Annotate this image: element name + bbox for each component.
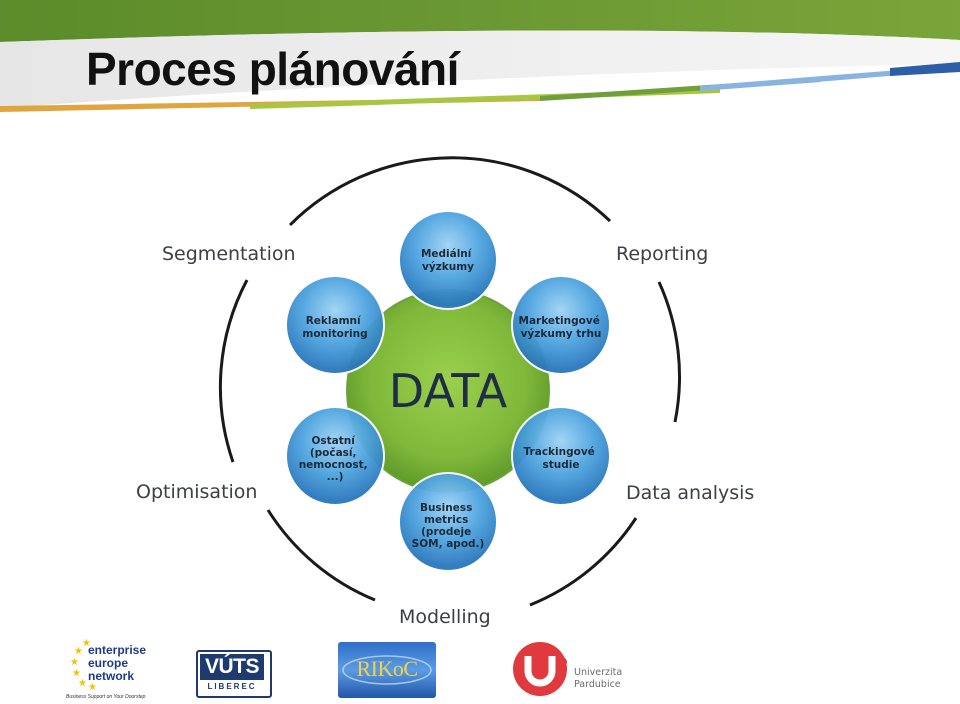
node-text-line: studie (543, 459, 580, 471)
upce-line: Univerzita (574, 667, 623, 678)
phase-label-reporting: Reporting (616, 243, 708, 265)
phase-label-modelling: Modelling (399, 606, 491, 628)
upce-logo (510, 638, 574, 698)
node-text-line: Reklamní (306, 315, 362, 327)
eu-stars-icon: ★ ★ ★ ★ ★ ★ (70, 638, 97, 690)
svg-text:Ostatní (počasí, n: Ostatní (počasí, nemocnost, ...) (299, 435, 372, 483)
svg-text:Business metrics (: Business metrics (prodeje SOM, apod.) (412, 502, 485, 550)
phase-label-data-analysis: Data analysis (626, 482, 754, 504)
een-logo: ★ ★ ★ ★ ★ ★ enterprise europe network Bu… (66, 634, 156, 702)
svg-text:★: ★ (70, 657, 79, 668)
upce-line: Pardubice (574, 679, 621, 690)
node-text-line: výzkumy trhu (521, 328, 602, 340)
rikoc-logo: RIKoC (338, 642, 436, 698)
node-ostatni: Ostatní (počasí, nemocnost, ...) (285, 406, 385, 506)
ring-arc-lower-right (529, 517, 638, 607)
node-text-line: (prodeje (421, 526, 471, 538)
node-text-line: Mediální (421, 248, 473, 260)
svg-text:Mediální výzkumy: Mediální výzkumy (421, 248, 475, 273)
node-text-line: (počasí, (310, 447, 357, 459)
vuts-main-text: VÚTS (200, 654, 264, 680)
vuts-sub-text: LIBEREC (207, 682, 257, 691)
node-text-line: SOM, apod.) (412, 538, 485, 550)
data-center-label: DATA (389, 364, 508, 418)
node-text-line: Trackingové (524, 446, 595, 458)
vuts-logo: VÚTS LIBEREC (196, 650, 272, 698)
svg-text:★: ★ (88, 682, 97, 690)
slide-title: Proces plánování (86, 43, 459, 95)
svg-text:★: ★ (74, 646, 83, 657)
node-medialni-vyzkumy: Mediální výzkumy (398, 210, 498, 310)
node-text-line: Business (420, 502, 472, 514)
phase-label-segmentation: Segmentation (162, 243, 296, 265)
een-line: network (88, 669, 135, 683)
node-business-metrics: Business metrics (prodeje SOM, apod.) (398, 472, 498, 572)
een-line: europe (88, 656, 129, 670)
upce-text: Univerzita Pardubice (574, 667, 622, 691)
cycle-ring (218, 156, 682, 607)
ring-arc-right (657, 281, 682, 423)
node-text-line: Marketingové (519, 315, 600, 327)
node-trackingove-studie: Trackingové studie (511, 406, 611, 506)
rikoc-swoosh-icon (342, 655, 432, 685)
een-tagline: Business Support on Your Doorstep (66, 694, 146, 700)
phase-label-optimisation: Optimisation (136, 481, 257, 503)
node-marketingove-vyzkumy: Marketingové výzkumy trhu (511, 275, 611, 375)
svg-text:★: ★ (82, 638, 91, 649)
upce-u-icon (513, 642, 567, 696)
svg-text:Trackingové studie: Trackingové studie (524, 446, 599, 471)
node-reklamni-monitoring: Reklamní monitoring (285, 275, 385, 375)
svg-text:★: ★ (78, 678, 87, 689)
een-line: enterprise (88, 643, 147, 657)
node-text-line: monitoring (302, 328, 367, 340)
node-text-line: metrics (424, 514, 468, 526)
ring-arc-lower-left (266, 509, 376, 602)
rikoc-text: RIKoC (356, 656, 418, 681)
node-text-line: výzkumy (422, 261, 474, 273)
svg-text:Marketingové výzkumy trh: Marketingové výzkumy trhu (519, 315, 604, 340)
svg-text:★: ★ (72, 668, 81, 679)
ring-arc-left (218, 279, 249, 463)
node-text-line: Ostatní (311, 435, 356, 447)
ring-arc-top (288, 156, 612, 227)
svg-text:Reklamní monitoring: Reklamní monitoring (302, 315, 367, 340)
node-text-line: ...) (327, 471, 344, 483)
node-text-line: nemocnost, (299, 459, 368, 471)
